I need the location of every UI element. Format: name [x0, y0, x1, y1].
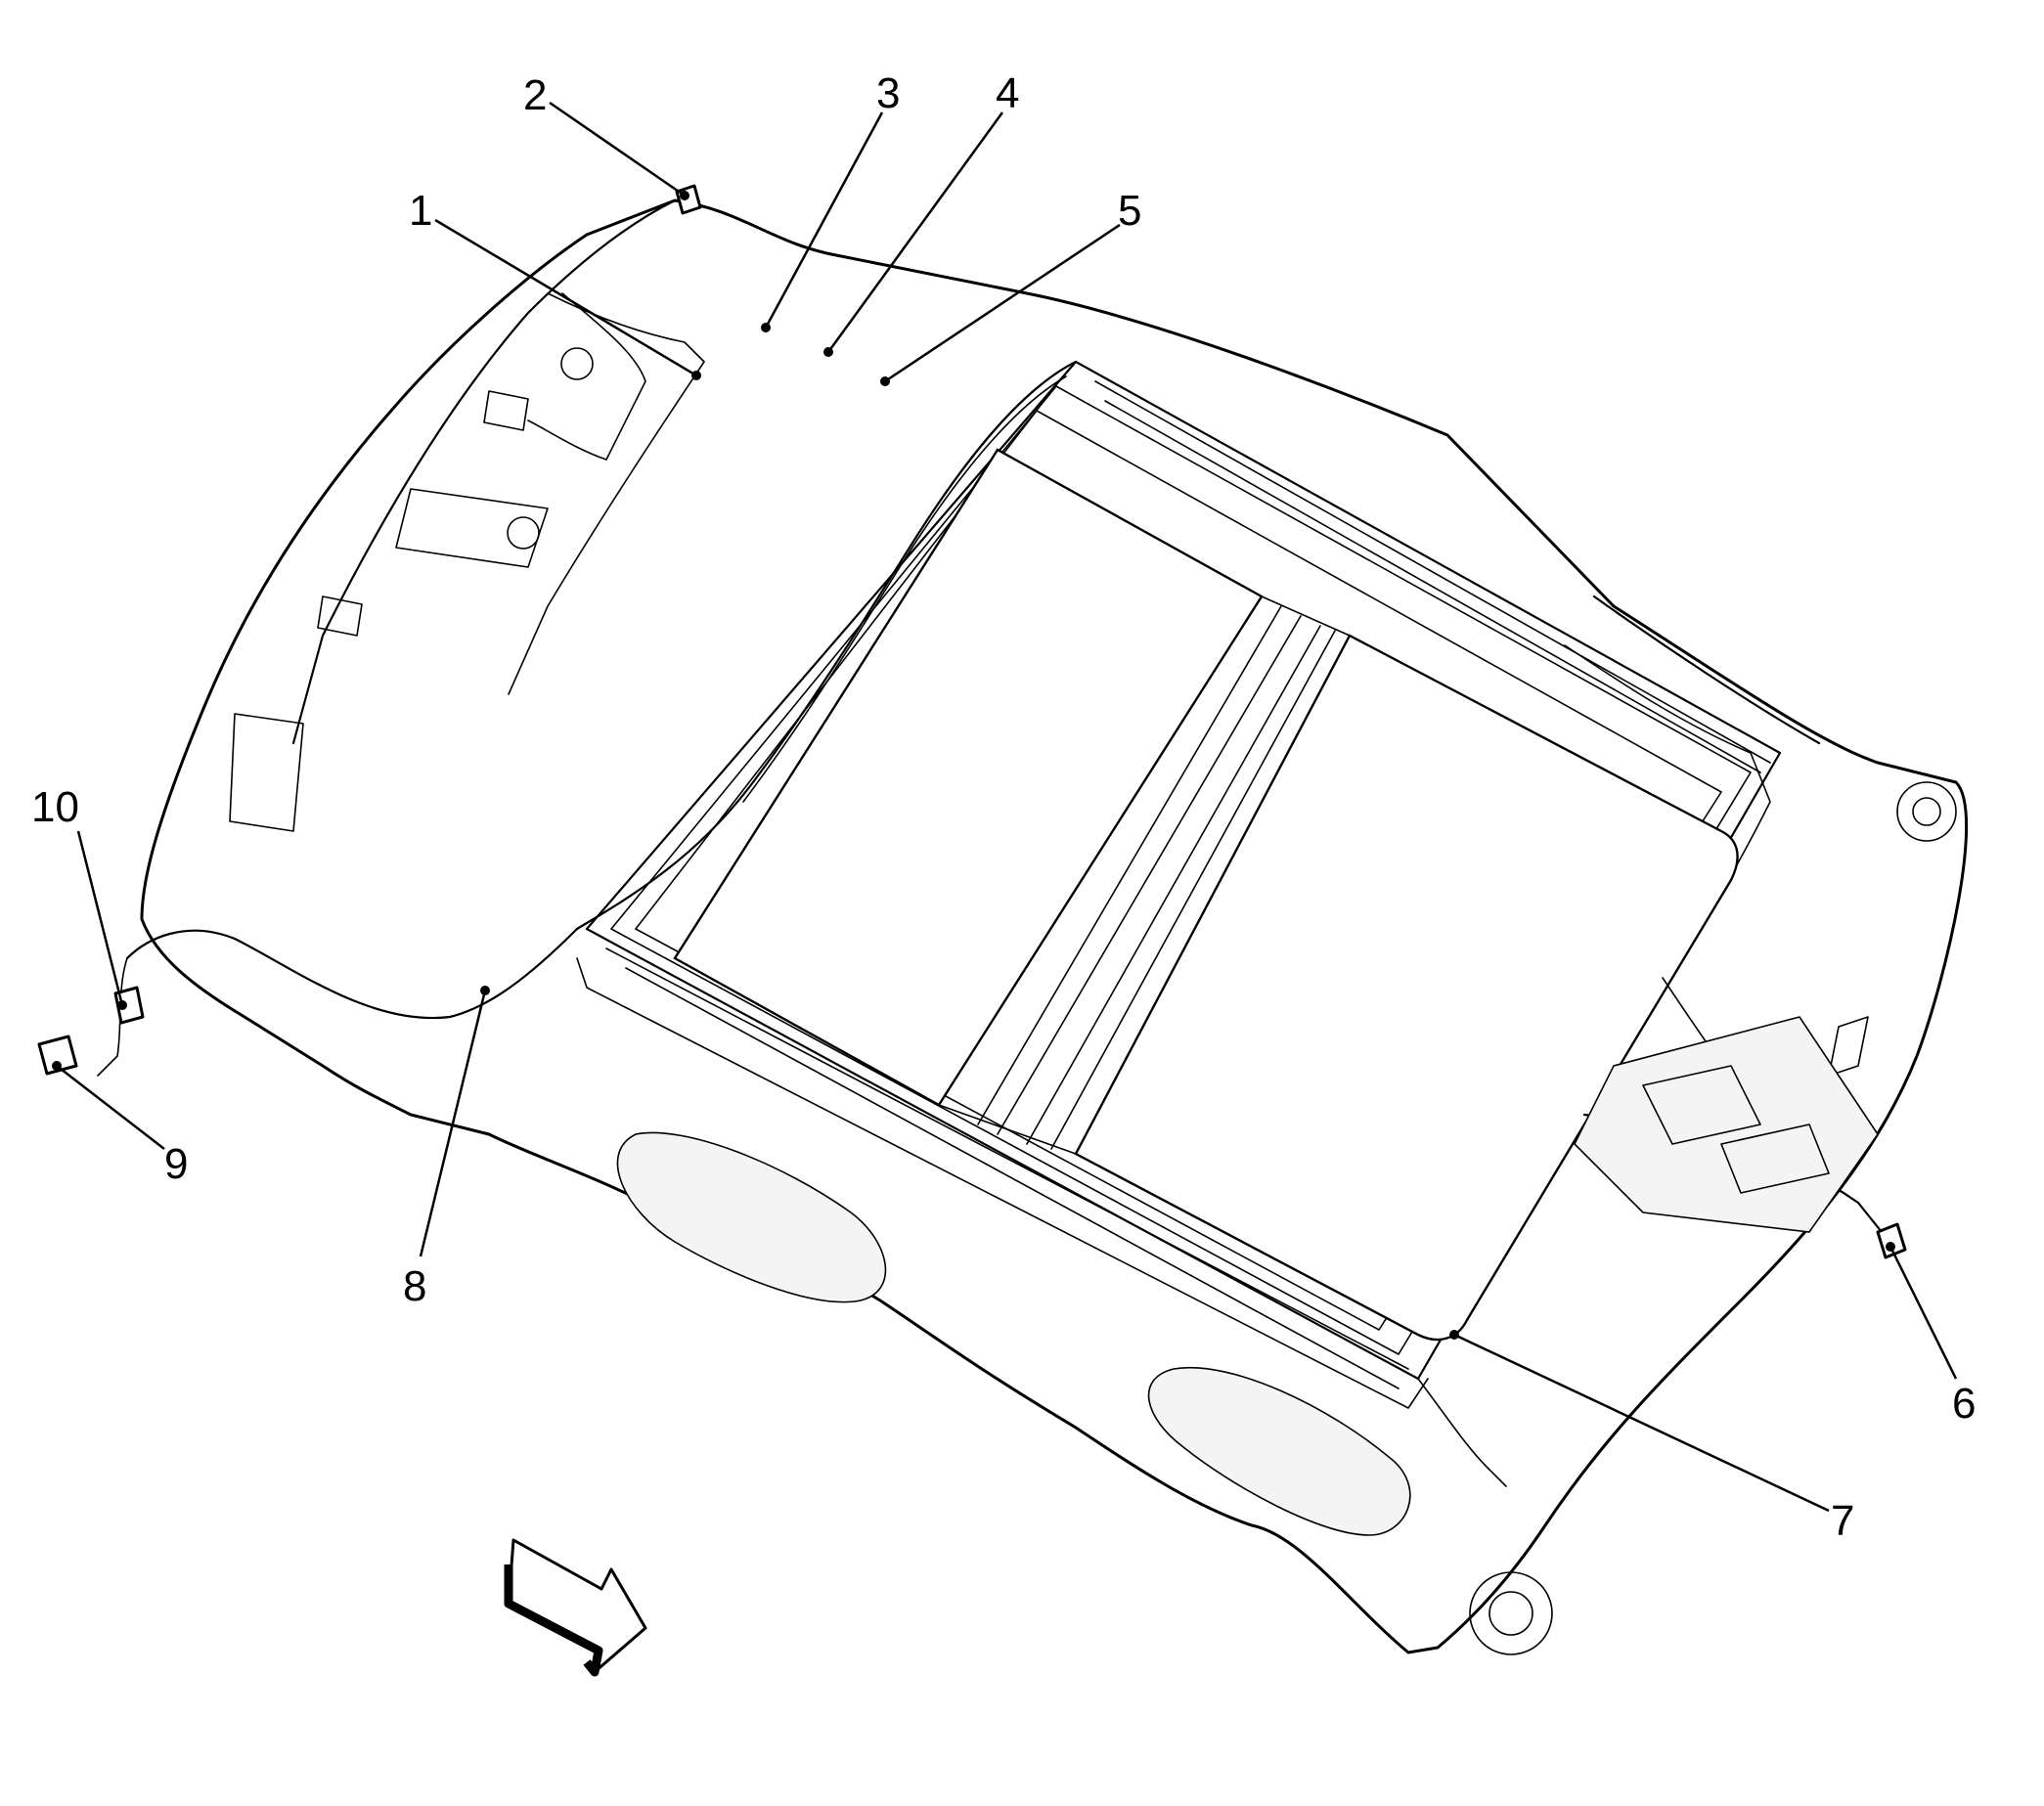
- callout-7-label: 7: [1831, 1497, 1854, 1545]
- callout-8: 8: [403, 986, 490, 1310]
- sunroof-glass: [673, 448, 1739, 1342]
- sun-visor-left: [616, 1131, 887, 1303]
- callout-7: 7: [1449, 1330, 1854, 1545]
- callout-2: 2: [523, 71, 689, 200]
- callout-9-label: 9: [164, 1140, 188, 1188]
- callout-10: 10: [31, 783, 127, 1010]
- callout-5-label: 5: [1118, 187, 1141, 235]
- headliner-panel: [140, 198, 1969, 1654]
- callout-6: 6: [1886, 1242, 1976, 1428]
- connector-9: [37, 1035, 78, 1076]
- connector-6: [1876, 1222, 1907, 1259]
- callout-5: 5: [880, 187, 1141, 386]
- overhead-console: [1574, 1016, 1879, 1233]
- connector-2: [675, 184, 702, 215]
- callout-3: 3: [761, 69, 900, 332]
- callout-8-label: 8: [403, 1262, 426, 1310]
- callout-4-label: 4: [996, 69, 1019, 117]
- callout-4: 4: [823, 69, 1019, 357]
- sunroof-frame: [576, 360, 1782, 1409]
- callout-2-label: 2: [523, 71, 547, 119]
- callout-3-label: 3: [876, 69, 900, 117]
- sun-visor-right: [1147, 1367, 1411, 1536]
- callout-6-label: 6: [1952, 1380, 1976, 1428]
- callout-1: 1: [409, 187, 701, 380]
- callout-9: 9: [52, 1061, 188, 1188]
- connector-10: [113, 986, 145, 1025]
- callout-10-label: 10: [31, 783, 79, 831]
- callout-1-label: 1: [409, 187, 432, 235]
- arrow-right-down-icon: [504, 1538, 647, 1677]
